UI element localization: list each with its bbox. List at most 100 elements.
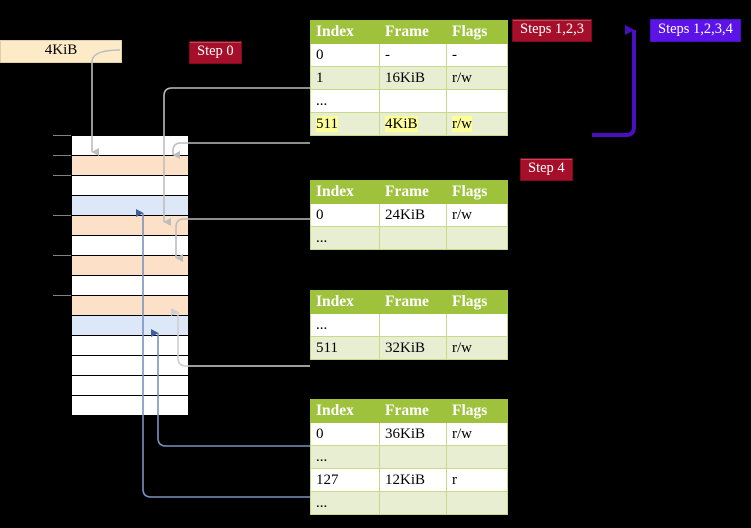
table-cell: ...	[310, 313, 380, 337]
memory-block	[71, 135, 189, 156]
memory-block	[71, 315, 189, 336]
cell-text: 0	[316, 425, 324, 442]
table-cell: 1	[310, 66, 380, 90]
table-cell: 4KiB	[379, 112, 447, 136]
column-header-frame: Frame	[379, 399, 447, 423]
memory-block	[71, 235, 189, 256]
table-row: 1 16KiB r/w	[310, 66, 508, 90]
cell-text: ...	[316, 448, 328, 465]
column-header-frame: Frame	[379, 20, 447, 44]
table-cell: 511	[310, 336, 380, 360]
table-cell: r	[446, 468, 508, 492]
memory-block-tick	[53, 295, 71, 296]
cell-text: r/w	[452, 425, 472, 442]
table-cell: r/w	[446, 336, 508, 360]
table-cell	[446, 313, 508, 337]
column-header-flags: Flags	[446, 290, 508, 314]
table-cell	[379, 313, 447, 337]
cell-text: r/w	[452, 115, 472, 132]
table-cell: 127	[310, 468, 380, 492]
column-header-frame: Frame	[379, 290, 447, 314]
wire-pml4-row511-to-memory	[172, 142, 310, 159]
cell-text: -	[452, 46, 457, 63]
column-header-index: Index	[310, 290, 380, 314]
cell-text: ...	[316, 92, 328, 109]
memory-block	[71, 195, 189, 216]
cell-text: ...	[316, 229, 328, 246]
table-cell: ...	[310, 445, 380, 469]
cell-text: 127	[316, 471, 339, 488]
table-cell: 16KiB	[379, 66, 447, 90]
cell-text: 12KiB	[385, 471, 426, 488]
memory-block	[71, 375, 189, 396]
column-header-index: Index	[310, 20, 380, 44]
wire-steps-bracket	[592, 25, 636, 137]
table-cell: 24KiB	[379, 203, 447, 227]
table-cell: r/w	[446, 203, 508, 227]
memory-block-tick	[53, 135, 71, 136]
table-cell: ...	[310, 89, 380, 113]
wire-pd-row511-to-memory	[171, 308, 310, 367]
cell-text: 4KiB	[385, 115, 418, 132]
table-cell: r/w	[446, 112, 508, 136]
table-cell: -	[446, 43, 508, 67]
wire-pdp-row0-to-memory	[175, 218, 310, 262]
step0-badge: Step 0	[189, 41, 242, 64]
table-cell	[446, 491, 508, 515]
table-cell: 12KiB	[379, 468, 447, 492]
column-header-flags: Flags	[446, 20, 508, 44]
table-cell: 36KiB	[379, 422, 447, 446]
cell-text: r/w	[452, 69, 472, 86]
table-cell	[446, 445, 508, 469]
cell-text: r/w	[452, 206, 472, 223]
memory-block	[71, 335, 189, 356]
table-cell: 511	[310, 112, 380, 136]
table-cell	[446, 89, 508, 113]
cell-text: ...	[316, 494, 328, 511]
step4-badge-text: Step 4	[528, 160, 565, 176]
column-header-flags: Flags	[446, 180, 508, 204]
memory-block-tick	[53, 155, 71, 156]
table-body: 0-- 1 16KiB r/w... 511 4KiB r/w	[310, 43, 508, 136]
steps123-badge-text: Steps 1,2,3	[520, 21, 585, 37]
cell-text: r	[452, 471, 457, 488]
step4-badge: Step 4	[520, 158, 573, 181]
steps1234-badge: Steps 1,2,3,4	[650, 19, 741, 42]
table-cell	[379, 445, 447, 469]
table-row: ...	[310, 445, 508, 469]
table-row: 0--	[310, 43, 508, 67]
cell-text: 36KiB	[385, 425, 426, 442]
kib-label-box: 4KiB	[0, 40, 122, 63]
steps123-badge: Steps 1,2,3	[512, 19, 593, 42]
column-header-flags: Flags	[446, 399, 508, 423]
step0-badge-text: Step 0	[197, 43, 234, 59]
memory-block	[71, 275, 189, 296]
table-cell: 32KiB	[379, 336, 447, 360]
cell-text: 511	[316, 339, 338, 356]
table-cell: r/w	[446, 422, 508, 446]
memory-block-tick	[53, 255, 71, 256]
column-header-index: Index	[310, 399, 380, 423]
table-body: 0 36KiB r/w... 127 12KiB r...	[310, 422, 508, 515]
table-cell	[379, 226, 447, 250]
column-header-frame: Frame	[379, 180, 447, 204]
memory-block	[71, 175, 189, 196]
memory-block	[71, 395, 189, 416]
cell-text: 16KiB	[385, 69, 426, 86]
cell-text: ...	[316, 316, 328, 333]
cell-text: 1	[316, 69, 324, 86]
table-row: ...	[310, 313, 508, 337]
memory-block	[71, 215, 189, 236]
table-cell: 0	[310, 422, 380, 446]
